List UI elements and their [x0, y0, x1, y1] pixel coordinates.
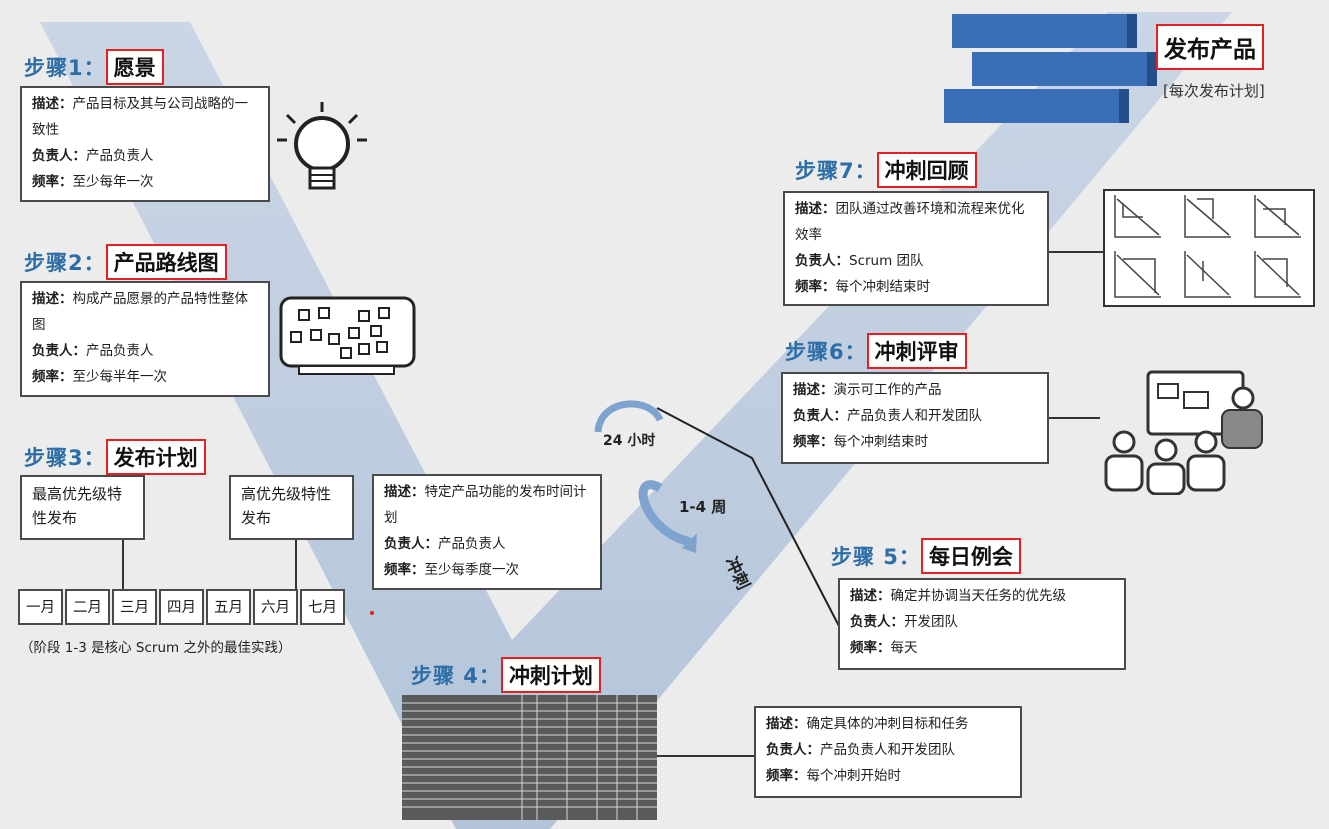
charts-grid-icon — [1103, 189, 1315, 307]
release-note: （阶段 1-3 是核心 Scrum 之外的最佳实践） — [20, 640, 292, 656]
month-cell: 三月 — [112, 589, 157, 625]
step5-box: 描述：确定并协调当天任务的优先级 负责人：开发团队 频率：每天 — [838, 578, 1126, 670]
release-cell-highest: 最高优先级特性发布 — [20, 475, 145, 540]
presentation-icon — [1104, 370, 1263, 495]
step3-heading: 步骤3： 发布计划 — [24, 439, 206, 475]
step4-box: 描述：确定具体的冲刺目标和任务 负责人：产品负责人和开发团队 频率：每个冲刺开始… — [754, 706, 1022, 798]
step4-heading: 步骤 4： 冲刺计划 — [411, 657, 601, 693]
release-title: 发布产品 — [1156, 24, 1264, 70]
release-cell-high: 高优先级特性发布 — [229, 475, 354, 540]
release-subtitle: [每次发布计划] — [1163, 82, 1265, 100]
month-cell: 一月 — [18, 589, 63, 625]
release-stairs-icon — [944, 14, 1157, 123]
step3-box: 描述：特定产品功能的发布时间计划 负责人：产品负责人 频率：至少每季度一次 — [372, 474, 602, 590]
month-cell: 五月 — [206, 589, 251, 625]
step7-box: 描述：团队通过改善环境和流程来优化效率 负责人：Scrum 团队 频率：每个冲刺… — [783, 191, 1049, 306]
step6-heading: 步骤6： 冲刺评审 — [785, 333, 967, 369]
step2-box: 描述：构成产品愿景的产品特性整体图 负责人：产品负责人 频率：至少每半年一次 — [20, 281, 270, 397]
month-cell: 四月 — [159, 589, 204, 625]
table-icon — [402, 695, 657, 820]
step6-box: 描述：演示可工作的产品 负责人：产品负责人和开发团队 频率：每个冲刺结束时 — [781, 372, 1049, 464]
month-timeline: 一月 二月 三月 四月 五月 六月 七月 — [18, 589, 347, 625]
board-icon — [279, 296, 416, 375]
month-cell: 六月 — [253, 589, 298, 625]
lightbulb-icon — [277, 102, 367, 190]
month-cell: 二月 — [65, 589, 110, 625]
month-cell: 七月 — [300, 589, 345, 625]
step2-heading: 步骤2： 产品路线图 — [24, 244, 227, 280]
step1-box: 描述：产品目标及其与公司战略的一致性 负责人：产品负责人 频率：至少每年一次 — [20, 86, 270, 202]
step7-heading: 步骤7： 冲刺回顾 — [795, 152, 977, 188]
daily-cycle-label: 24 小时 — [603, 433, 656, 449]
step5-heading: 步骤 5： 每日例会 — [831, 538, 1021, 574]
step1-heading: 步骤1： 愿景 — [24, 49, 164, 85]
sprint-length-label: 1-4 周 — [679, 498, 727, 516]
